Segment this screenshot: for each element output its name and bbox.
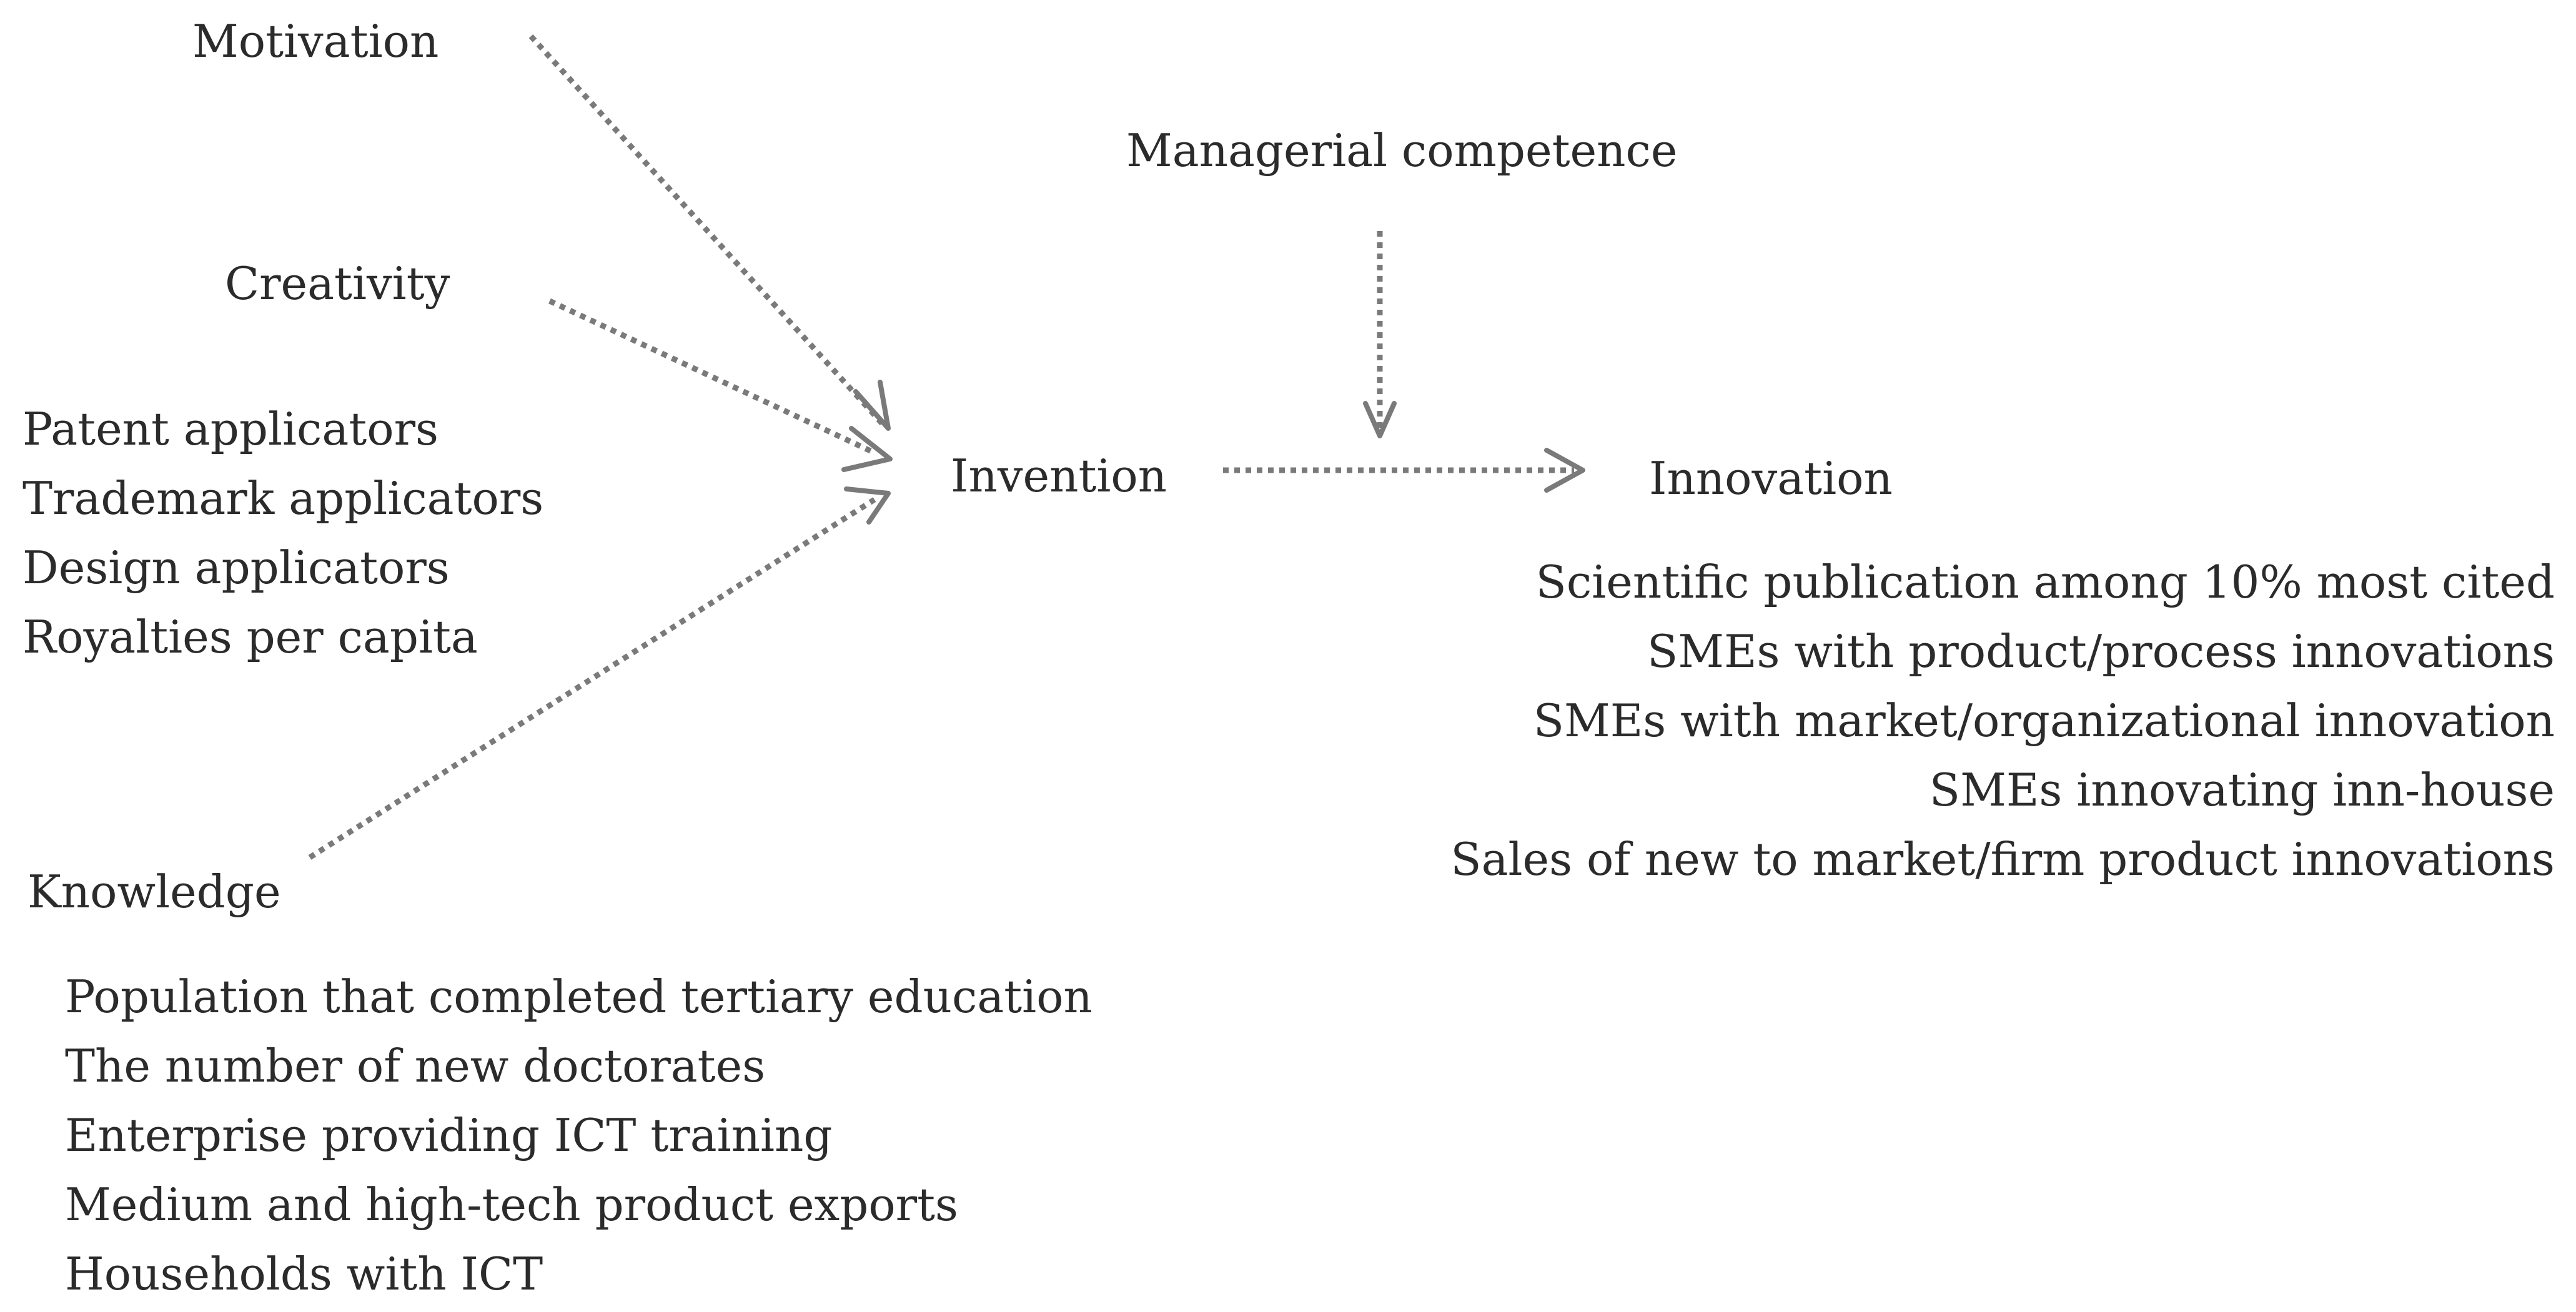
list-item: SMEs with product/process innovations	[1647, 625, 2555, 678]
list-item: Households with ICT	[65, 1248, 543, 1300]
motivation-arrowhead	[853, 380, 891, 431]
knowledge-arrowhead	[844, 486, 891, 525]
list-item: Sales of new to market/firm product inno…	[1450, 833, 2555, 885]
list-item: Scientific publication among 10% most ci…	[1535, 556, 2555, 608]
managerial-arrowhead	[1363, 401, 1397, 438]
list-item: SMEs innovating inn-house	[1929, 764, 2555, 816]
list-item: The number of new doctorates	[65, 1040, 766, 1092]
knowledge-indicator-list: Population that completed tertiary educa…	[65, 962, 1092, 1309]
innovation-arrowhead	[1544, 448, 1585, 493]
knowledge-label: Knowledge	[27, 866, 281, 918]
invention-label: Invention	[951, 450, 1167, 502]
list-item: Royalties per capita	[22, 611, 478, 663]
list-item: Design applicators	[22, 541, 450, 594]
creativity-indicator-list: Patent applicators Trademark applicators…	[22, 395, 543, 672]
list-item: Enterprise providing ICT training	[65, 1109, 833, 1162]
innovation-indicator-list: Scientific publication among 10% most ci…	[1450, 548, 2555, 894]
list-item: SMEs with market/organizational innovati…	[1533, 694, 2555, 747]
list-item: Trademark applicators	[22, 472, 544, 525]
list-item: Medium and high-tech product exports	[65, 1178, 958, 1231]
motivation-to-invention-arrow	[528, 34, 884, 426]
creativity-to-invention-arrow	[548, 298, 876, 456]
managerial-competence-label: Managerial competence	[1126, 124, 1678, 177]
innovation-label: Innovation	[1649, 452, 1893, 505]
motivation-label: Motivation	[192, 15, 439, 67]
list-item: Population that completed tertiary educa…	[65, 970, 1092, 1023]
creativity-label: Creativity	[225, 257, 450, 310]
list-item: Patent applicators	[22, 403, 438, 455]
creativity-arrowhead	[841, 426, 893, 472]
